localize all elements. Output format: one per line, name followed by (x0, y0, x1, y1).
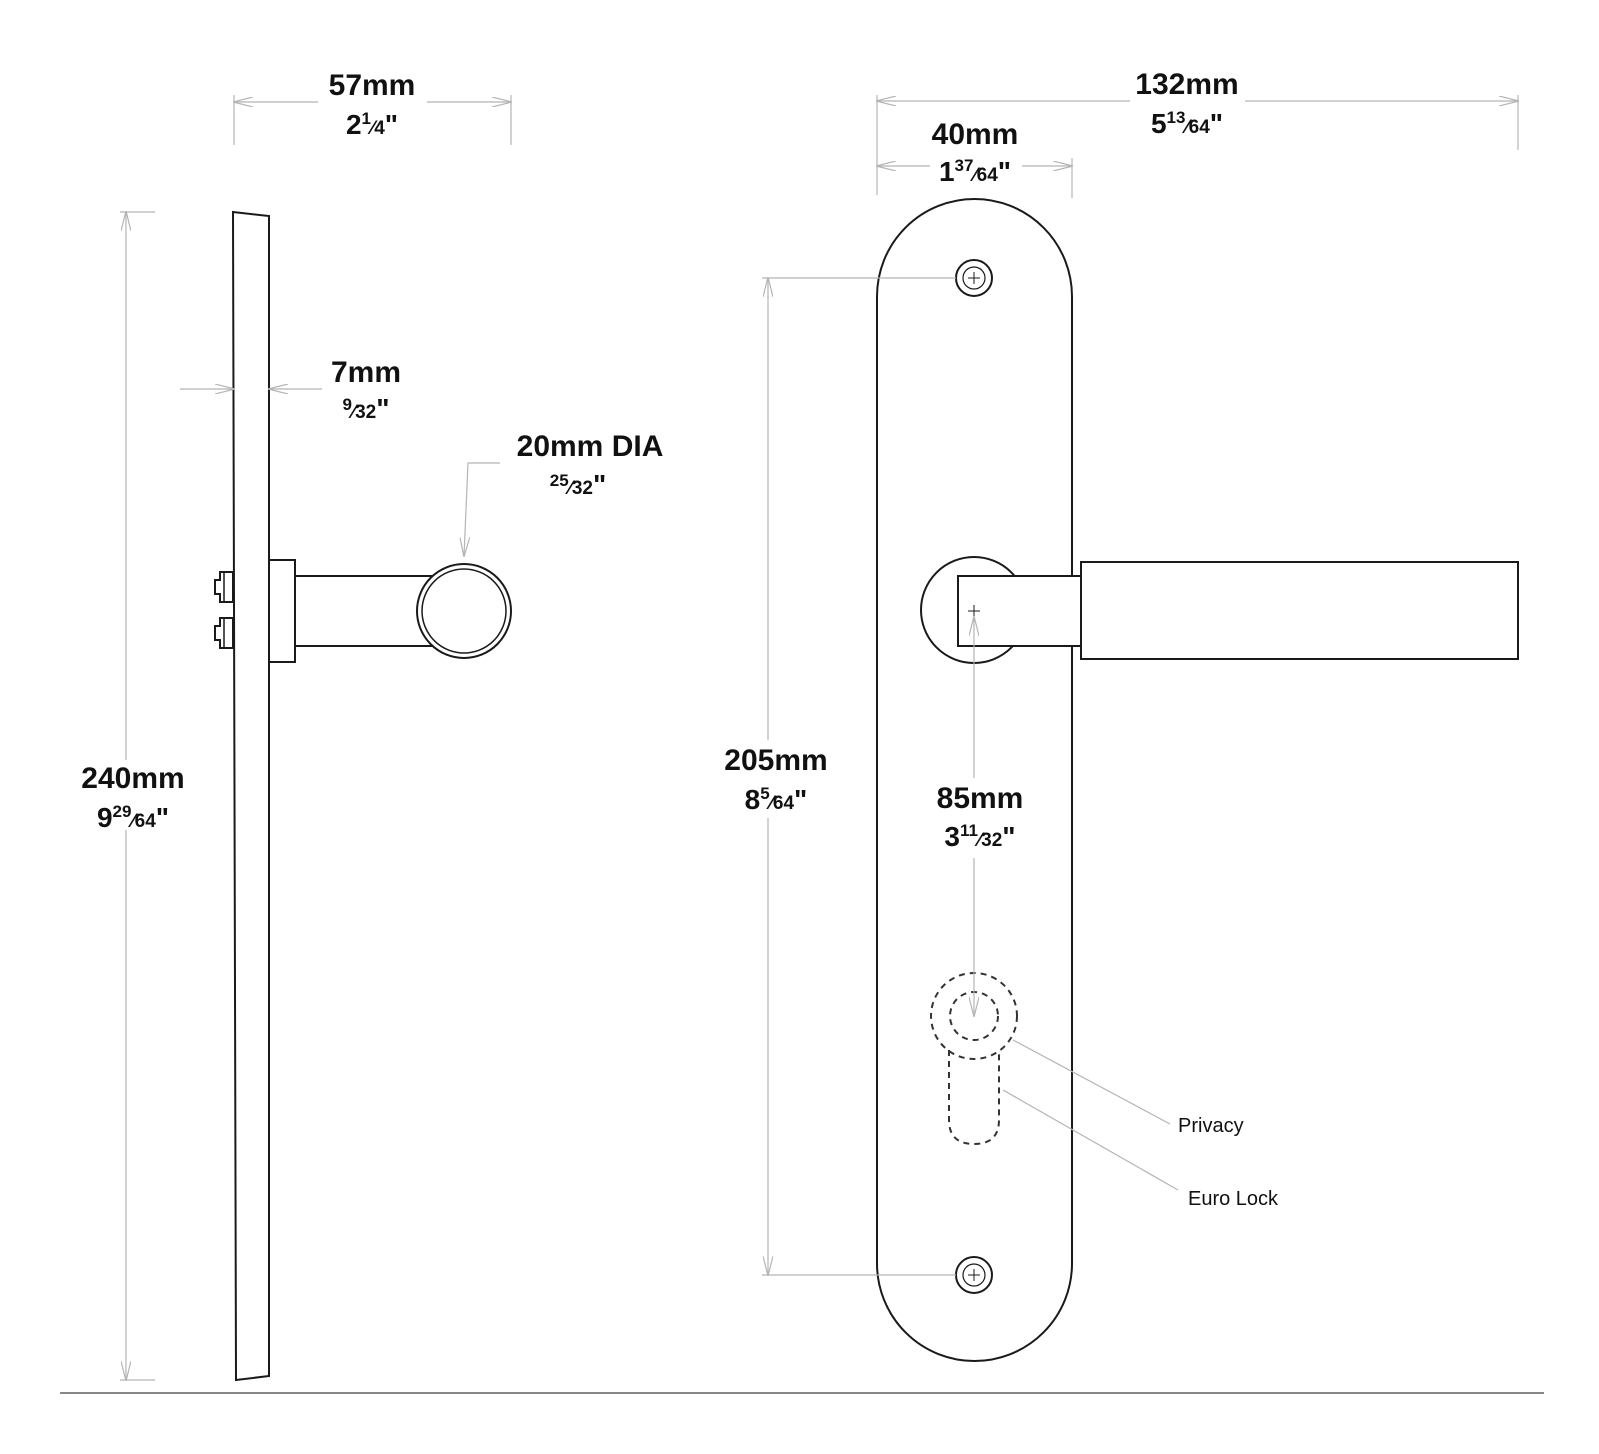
overall-width-mm: 132mm (1135, 68, 1238, 101)
side-lever-end (416, 563, 512, 659)
privacy-label: Privacy (1178, 1115, 1244, 1137)
plate-width-inches: 137⁄64" (939, 156, 1011, 187)
fixing-centres-inches: 85⁄64" (745, 784, 808, 815)
side-depth-inches: 21⁄4" (346, 109, 398, 140)
side-depth-dimension: 57mm 21⁄4" (234, 69, 511, 145)
plate-height-mm: 240mm (81, 762, 184, 795)
plate-thickness-mm: 7mm (331, 356, 401, 389)
front-backplate (876, 198, 1073, 1362)
euro-lock-callout: Euro Lock (1002, 1089, 1279, 1210)
fixing-centres-dimension: 205mm 85⁄64" (724, 278, 956, 1275)
backset-centres-inches: 311⁄32" (944, 821, 1015, 852)
privacy-callout: Privacy (1012, 1039, 1244, 1137)
front-lever-grip (1080, 561, 1519, 660)
side-backplate (231, 210, 270, 1382)
lever-diameter-mm: 20mm DIA (517, 430, 664, 463)
plate-width-mm: 40mm (932, 118, 1019, 151)
side-lever-end-inner (421, 568, 507, 654)
plate-width-dimension: 40mm 137⁄64" (877, 118, 1072, 198)
side-fixing-bolts (214, 571, 234, 649)
plate-height-inches: 929⁄64" (97, 802, 169, 833)
side-rose (268, 559, 296, 663)
spindle-centre-mark (968, 605, 980, 617)
fixing-centres-mm: 205mm (724, 744, 827, 777)
plate-thickness-dimension: 7mm 9⁄32" (180, 356, 401, 424)
side-view: 57mm 21⁄4" 7mm 9⁄32" 20mm DIA 25⁄32" 240… (81, 69, 663, 1382)
top-fixing-screw (955, 259, 993, 297)
backset-centres-dimension: 85mm 311⁄32" (937, 617, 1024, 1016)
overall-width-dimension: 132mm 513⁄64" (877, 68, 1518, 195)
euro-lock-label: Euro Lock (1188, 1188, 1279, 1210)
bottom-fixing-screw (955, 1256, 993, 1294)
front-view: 132mm 513⁄64" 40mm 137⁄64" 205mm 85⁄64" … (724, 68, 1519, 1362)
lever-diameter-inches: 25⁄32" (550, 469, 607, 500)
plate-height-dimension: 240mm 929⁄64" (81, 212, 185, 1380)
backset-centres-mm: 85mm (937, 782, 1024, 815)
side-depth-mm: 57mm (329, 69, 416, 102)
lever-diameter-callout: 20mm DIA 25⁄32" (464, 430, 663, 556)
plate-thickness-inches: 9⁄32" (342, 393, 389, 424)
overall-width-inches: 513⁄64" (1151, 108, 1223, 139)
